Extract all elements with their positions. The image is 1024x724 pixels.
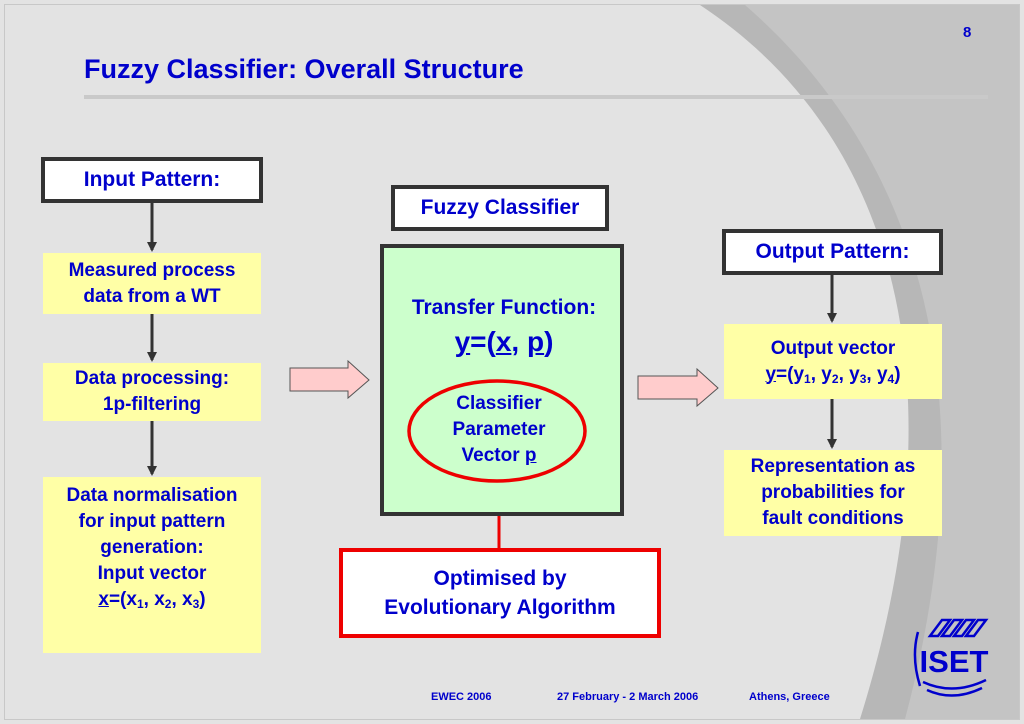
page-number: 8 bbox=[963, 24, 972, 41]
representation-line1: Representation as bbox=[750, 456, 916, 477]
slide-title: Fuzzy Classifier: Overall Structure bbox=[84, 54, 524, 84]
iset-logo-text: ISET bbox=[920, 644, 989, 679]
flow-arrow-left bbox=[289, 359, 370, 400]
output-vector-formula: y=(y1, y2, y3, y4) bbox=[765, 363, 901, 386]
normalisation-line4: Input vector bbox=[97, 563, 207, 584]
measured-data-box: Measured process data from a WT bbox=[43, 253, 261, 314]
transfer-function-formula: y=(x, p) bbox=[454, 326, 554, 357]
output-pattern-header: Output Pattern: bbox=[722, 229, 943, 275]
data-processing-line1: Data processing: bbox=[74, 368, 230, 389]
flow-arrow-right bbox=[637, 367, 719, 408]
measured-data-line2: data from a WT bbox=[83, 285, 221, 307]
output-vector-box: Output vector y=(y1, y2, y3, y4) bbox=[724, 324, 942, 399]
footer-dates: 27 February - 2 March 2006 bbox=[557, 691, 699, 703]
footer-location: Athens, Greece bbox=[749, 691, 830, 703]
representation-box: Representation as probabilities for faul… bbox=[724, 450, 942, 536]
data-processing-line2: 1p-filtering bbox=[102, 394, 202, 415]
iset-logo: ISET bbox=[913, 618, 989, 697]
normalisation-line3: generation: bbox=[100, 537, 204, 558]
slide-frame bbox=[4, 4, 1020, 720]
representation-line2: probabilities for bbox=[761, 482, 905, 503]
fuzzy-classifier-header: Fuzzy Classifier bbox=[391, 185, 609, 231]
normalisation-line2: for input pattern bbox=[78, 511, 226, 532]
input-vector-formula: x=(x1, x2, x3) bbox=[98, 589, 206, 611]
normalisation-line1: Data normalisation bbox=[66, 485, 238, 506]
measured-data-line1: Measured process bbox=[68, 259, 236, 281]
representation-line3: fault conditions bbox=[762, 508, 904, 529]
transfer-function-label: Transfer Function: bbox=[411, 296, 597, 319]
title-underline bbox=[84, 95, 988, 99]
output-vector-label: Output vector bbox=[770, 337, 896, 359]
output-pattern-label: Output Pattern: bbox=[755, 240, 910, 263]
optimiser-box: Optimised by Evolutionary Algorithm bbox=[339, 548, 661, 638]
data-normalisation-box: Data normalisation for input pattern gen… bbox=[43, 477, 261, 653]
optimiser-line2: Evolutionary Algorithm bbox=[384, 596, 616, 619]
fuzzy-classifier-label: Fuzzy Classifier bbox=[420, 196, 580, 219]
data-processing-box: Data processing: 1p-filtering bbox=[43, 363, 261, 421]
input-pattern-header: Input Pattern: bbox=[41, 157, 263, 203]
optimiser-line1: Optimised by bbox=[433, 567, 567, 590]
footer-event: EWEC 2006 bbox=[431, 691, 492, 703]
input-pattern-label: Input Pattern: bbox=[83, 168, 221, 191]
parameter-vector-text: Classifier Parameter Vector p bbox=[452, 393, 546, 466]
